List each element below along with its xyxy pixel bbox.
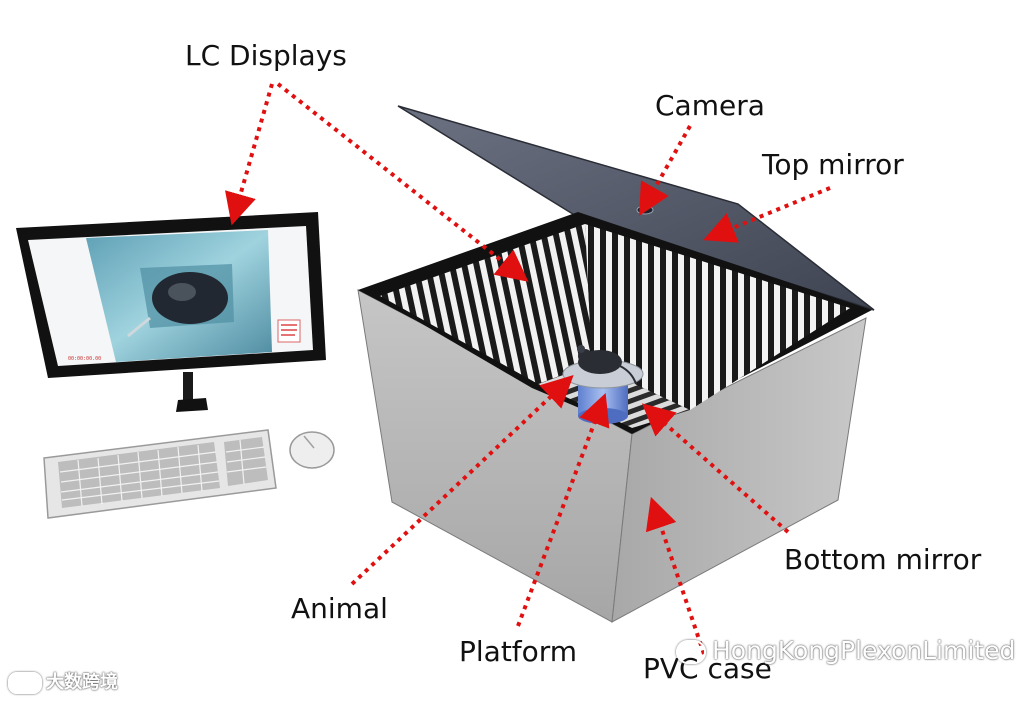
monitor: 00:00:00.00 <box>16 212 326 412</box>
arrow-top-mirror <box>703 186 831 243</box>
arrow-bottom-mirror <box>641 403 790 534</box>
label-platform: Platform <box>459 635 578 668</box>
monitor-timecode: 00:00:00.00 <box>68 356 101 362</box>
lc-display-back-left <box>380 224 592 384</box>
monitor-readout-panel <box>277 319 301 343</box>
apparatus <box>357 105 875 623</box>
label-camera: Camera <box>655 89 765 122</box>
top-mirror-lid <box>397 105 875 311</box>
watermark-bottom-left: 大数跨境 <box>8 668 118 694</box>
annotation-arrows <box>225 82 831 655</box>
computer-mouse <box>289 431 335 469</box>
watermark-logo-icon <box>8 672 42 694</box>
arrow-animal <box>350 375 574 586</box>
monitor-base <box>176 398 208 412</box>
arrow-platform <box>516 393 610 627</box>
camera-lens <box>636 205 654 215</box>
wechat-icon <box>676 640 706 664</box>
label-pvc-case: PVC case <box>643 652 772 685</box>
watermark-text-left: 大数跨境 <box>46 672 118 693</box>
label-lc-displays: LC Displays <box>185 39 347 72</box>
arrow-lc-displays-monitor <box>225 83 274 226</box>
label-top-mirror: Top mirror <box>762 148 904 181</box>
arrow-pvc-case <box>645 496 706 655</box>
case-right-wall <box>611 317 867 623</box>
monitor-stand <box>183 372 193 402</box>
label-bottom-mirror: Bottom mirror <box>784 543 982 576</box>
watermark-text-right: HongKongPlexonLimited <box>712 636 1016 665</box>
arrow-camera <box>639 125 692 216</box>
arrow-lc-displays-box <box>276 82 529 282</box>
animal <box>577 345 637 385</box>
lc-display-back-right <box>585 224 850 410</box>
keyboard <box>43 429 277 519</box>
label-animal: Animal <box>291 592 388 625</box>
watermark-bottom-right: HongKongPlexonLimited <box>676 636 1015 665</box>
